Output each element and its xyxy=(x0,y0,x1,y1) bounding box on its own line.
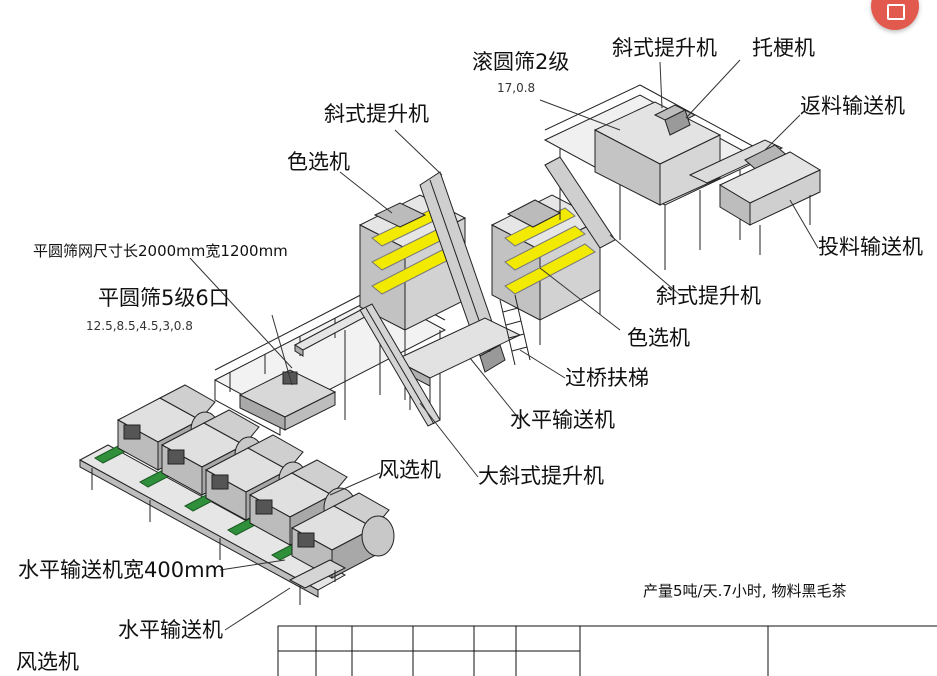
label-incline-elevator-mid: 斜式提升机 xyxy=(324,102,429,126)
label-roller-sieve: 滚圆筛2级 xyxy=(472,50,570,74)
incline-elevator-left xyxy=(419,171,506,373)
stem-remover-machine xyxy=(653,104,697,136)
label-stem-remover: 托梗机 xyxy=(752,36,815,60)
label-roller-sieve-spec: 17,0.8 xyxy=(497,81,536,95)
roller-sieve-machine xyxy=(593,101,722,206)
leader-lines xyxy=(189,59,819,631)
label-flat-sieve-size: 平圆筛网尺寸长2000mm宽1200mm xyxy=(33,242,288,260)
big-incline-elevator xyxy=(359,303,441,427)
feed-conveyor-machine xyxy=(718,151,822,255)
label-incline-elevator-top: 斜式提升机 xyxy=(612,36,717,60)
label-winnower-bottom: 风选机 xyxy=(16,650,79,674)
label-feed-conveyor: 投料输送机 xyxy=(818,235,923,259)
label-flat-sieve: 平圆筛5级6口 xyxy=(98,286,230,310)
bottom-horizontal-conveyor xyxy=(288,559,347,600)
label-winnower-mid: 风选机 xyxy=(378,458,441,482)
label-horizontal-conveyor-bottom: 水平输送机 xyxy=(118,618,223,642)
label-incline-elevator-right: 斜式提升机 xyxy=(656,284,761,308)
title-block-table xyxy=(277,625,937,676)
label-color-sorter-right: 色选机 xyxy=(627,326,690,350)
label-bridge-ladder: 过桥扶梯 xyxy=(565,366,649,390)
label-horizontal-conveyor-wide: 水平输送机宽400mm xyxy=(18,558,225,582)
label-big-incline-elevator: 大斜式提升机 xyxy=(478,464,604,488)
label-flat-sieve-spec: 12.5,8.5,4.5,3,0.8 xyxy=(86,319,193,333)
incline-elevator-top xyxy=(544,156,616,249)
flat-sieve-machine xyxy=(238,369,337,431)
bridge-ladder xyxy=(499,294,531,366)
label-return-conveyor: 返料输送机 xyxy=(800,94,905,118)
label-color-sorter-left: 色选机 xyxy=(287,150,350,174)
label-capacity-note: 产量5吨/天.7小时, 物料黑毛茶 xyxy=(643,582,847,600)
color-sorter-right xyxy=(490,194,602,345)
label-horizontal-conveyor-mid: 水平输送机 xyxy=(510,408,615,432)
badge-glyph-icon xyxy=(887,4,905,20)
